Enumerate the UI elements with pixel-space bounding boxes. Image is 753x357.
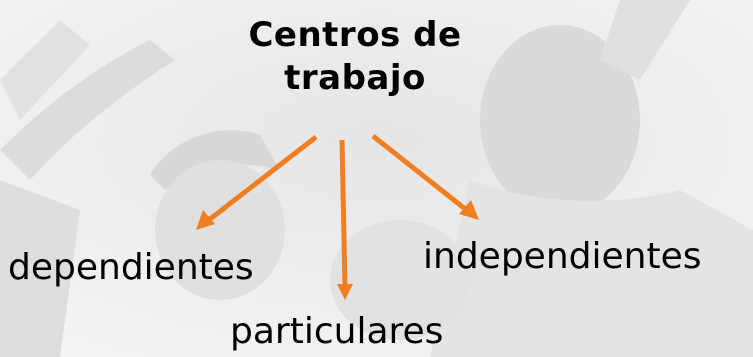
- label-dependientes: dependientes: [8, 247, 254, 288]
- label-independientes: independientes: [423, 236, 702, 277]
- title-line-1: Centros de: [248, 15, 462, 55]
- arrow-to-dependientes: [196, 135, 318, 230]
- diagram-title: Centros de trabajo: [220, 14, 490, 100]
- label-particulares: particulares: [230, 311, 444, 352]
- arrow-to-particulares: [337, 139, 353, 300]
- title-line-2: trabajo: [284, 58, 426, 98]
- arrow-to-independientes: [371, 134, 479, 220]
